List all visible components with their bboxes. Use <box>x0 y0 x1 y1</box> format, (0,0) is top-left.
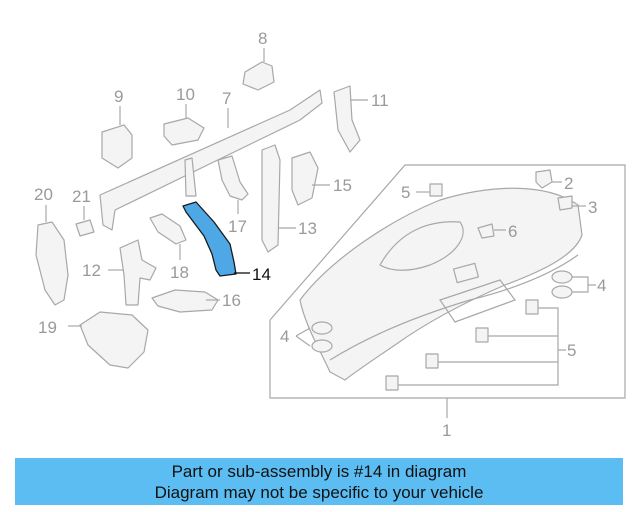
callout-8: 8 <box>258 29 267 48</box>
bracket-10 <box>163 117 205 146</box>
dashboard-vent <box>452 262 480 284</box>
callout-14: 14 <box>252 265 271 284</box>
bracket-9 <box>101 124 133 169</box>
bracket-8 <box>242 61 275 91</box>
dashboard-lower-edge <box>329 254 579 361</box>
dashboard-panel <box>299 187 583 381</box>
clip-5-c <box>425 353 439 369</box>
callout-11: 11 <box>371 91 389 110</box>
callout-19: 19 <box>38 318 57 337</box>
clip-3 <box>557 195 573 211</box>
dashboard-glovebox <box>439 279 516 323</box>
callout-5-right: 5 <box>567 341 576 360</box>
callout-3: 3 <box>588 198 597 217</box>
leader-4-right <box>572 276 596 293</box>
clip-6 <box>477 223 495 239</box>
callout-16: 16 <box>222 291 241 310</box>
clip-2 <box>535 169 553 189</box>
grommet-4-d <box>311 339 333 353</box>
cross-car-beam <box>99 89 323 231</box>
callout-7: 7 <box>222 89 231 108</box>
leader-4-left <box>295 327 311 347</box>
highlighted-part-14 <box>182 201 237 277</box>
callout-1: 1 <box>442 421 451 440</box>
grommet-4-b <box>551 285 573 299</box>
info-banner: Part or sub-assembly is #14 in diagram D… <box>15 458 623 505</box>
banner-line-2: Diagram may not be specific to your vehi… <box>154 482 484 502</box>
callout-15: 15 <box>333 176 352 195</box>
bracket-17 <box>217 155 249 201</box>
bracket-16 <box>151 289 219 313</box>
dashboard-frame-outline <box>269 164 626 399</box>
clip-5-d <box>385 375 399 391</box>
bracket-18 <box>149 213 187 245</box>
leader-5-right <box>398 307 566 386</box>
callout-12: 12 <box>82 261 101 280</box>
panel-20 <box>35 221 69 306</box>
callout-6: 6 <box>508 222 517 241</box>
callout-4-left: 4 <box>280 327 289 346</box>
bracket-12 <box>119 239 157 306</box>
clip-5-a <box>525 299 539 315</box>
grommet-4-a <box>551 270 573 284</box>
banner-line-1: Part or sub-assembly is #14 in diagram <box>171 461 467 481</box>
dashboard-cluster-hood <box>379 221 464 271</box>
bracket-19 <box>79 311 149 369</box>
callout-20: 20 <box>34 185 53 204</box>
bracket-11 <box>333 85 361 153</box>
callout-4-right: 4 <box>597 276 606 295</box>
parts-diagram: 1 2 3 4 4 5 5 6 7 8 9 10 11 12 13 14 15 … <box>34 29 626 440</box>
callout-5-top: 5 <box>401 183 410 202</box>
pillar-13 <box>261 144 281 253</box>
bracket-15 <box>291 151 319 206</box>
callout-13: 13 <box>298 219 317 238</box>
clip-21 <box>75 219 95 237</box>
callout-9: 9 <box>114 87 123 106</box>
callout-21: 21 <box>72 187 91 206</box>
grommet-4-c <box>311 321 333 335</box>
callout-18: 18 <box>170 263 189 282</box>
clip-5-b <box>475 327 489 343</box>
callout-17: 17 <box>228 217 247 236</box>
beam-bracket-center <box>184 157 197 197</box>
callout-10: 10 <box>176 85 195 104</box>
clip-5-top <box>429 183 443 197</box>
callout-2: 2 <box>564 174 573 193</box>
